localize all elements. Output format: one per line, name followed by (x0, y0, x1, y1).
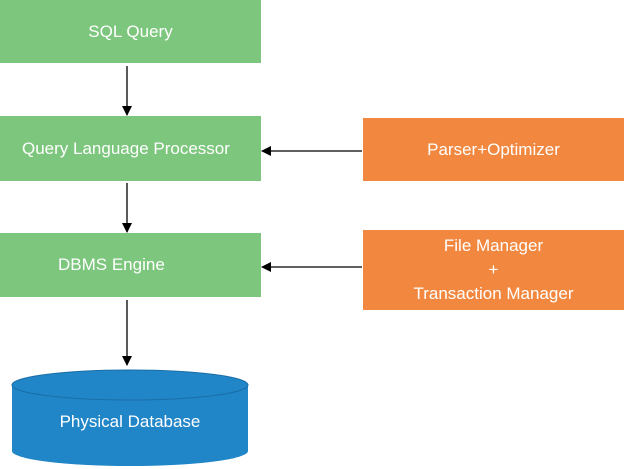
transaction-manager-label: Transaction Manager (413, 284, 574, 303)
file-manager-label: File Manager (443, 236, 544, 255)
physical-database-cylinder (11, 369, 249, 466)
query-language-processor-box: Query Language Processor (0, 116, 261, 181)
parser-optimizer-label: Parser+Optimizer (427, 139, 560, 159)
file-transaction-manager-box: File Manager + Transaction Manager (363, 230, 624, 310)
sql-query-label: SQL Query (88, 21, 173, 41)
sql-query-box: SQL Query (0, 0, 261, 63)
query-language-processor-label: Query Language Processor (22, 138, 230, 158)
physical-database-label: Physical Database (59, 412, 201, 431)
dbms-engine-box: DBMS Engine (0, 233, 261, 297)
parser-optimizer-box: Parser+Optimizer (363, 118, 624, 181)
plus-label: + (488, 260, 499, 279)
dbms-engine-label: DBMS Engine (58, 255, 165, 274)
